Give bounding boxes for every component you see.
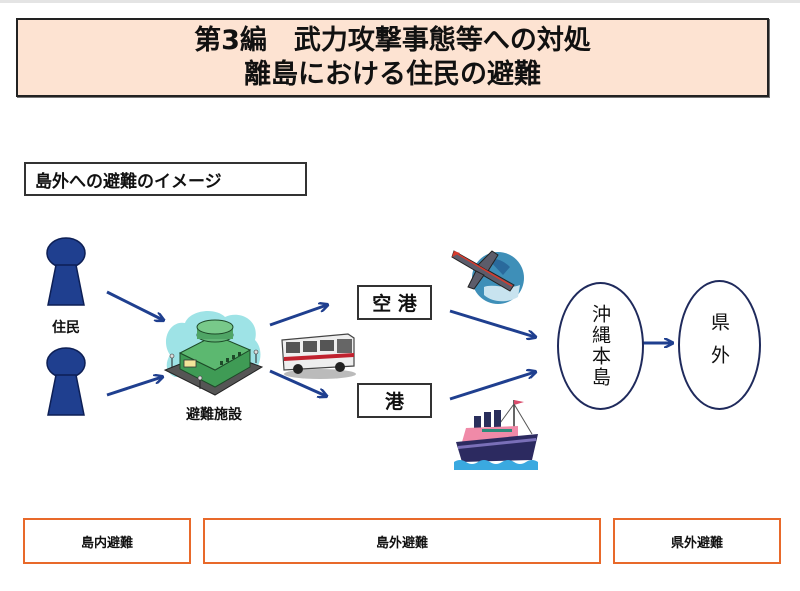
arrow-resident-to-facility-2 <box>106 377 162 397</box>
arrow-port-to-okinawa <box>449 372 535 401</box>
bus-icon <box>281 333 356 379</box>
arrow-airport-to-okinawa <box>449 309 535 337</box>
page-subtitle: 離島における住民の避難 <box>244 58 541 90</box>
airport-box: 空 港 <box>357 285 432 320</box>
person-icon <box>46 347 86 416</box>
arrow-facility-to-airport <box>269 305 327 327</box>
diagram-caption: 島外への避難のイメージ <box>24 162 307 196</box>
outside-prefecture-label: 県外 <box>708 312 730 378</box>
evacuation-facility-label: 避難施設 <box>186 407 242 423</box>
title-banner: 第3編 武力攻撃事態等への対処 離島における住民の避難 <box>16 18 769 97</box>
phase-box-out-of-prefecture: 県外避難 <box>613 518 781 564</box>
page-title: 第3編 武力攻撃事態等への対処 <box>194 24 591 56</box>
arrow-resident-to-facility-1 <box>106 290 163 320</box>
ship-icon <box>454 400 538 470</box>
port-box: 港 <box>357 383 432 418</box>
okinawa-main-island-label: 沖縄本島 <box>589 304 611 388</box>
residents-label: 住民 <box>52 320 80 336</box>
phase-box-in-island: 島内避難 <box>23 518 191 564</box>
phase-box-out-of-island: 島外避難 <box>203 518 601 564</box>
top-divider <box>0 0 800 3</box>
arrow-facility-to-port <box>269 369 326 396</box>
okinawa-main-island-node: 沖縄本島 <box>557 282 644 410</box>
phase-label: 県外避難 <box>670 535 723 551</box>
airplane-icon <box>451 250 524 304</box>
phase-label: 島外避難 <box>375 535 428 551</box>
building-icon <box>163 311 264 396</box>
phase-label: 島内避難 <box>80 535 133 551</box>
person-icon <box>46 237 86 306</box>
outside-prefecture-node: 県外 <box>678 280 761 410</box>
